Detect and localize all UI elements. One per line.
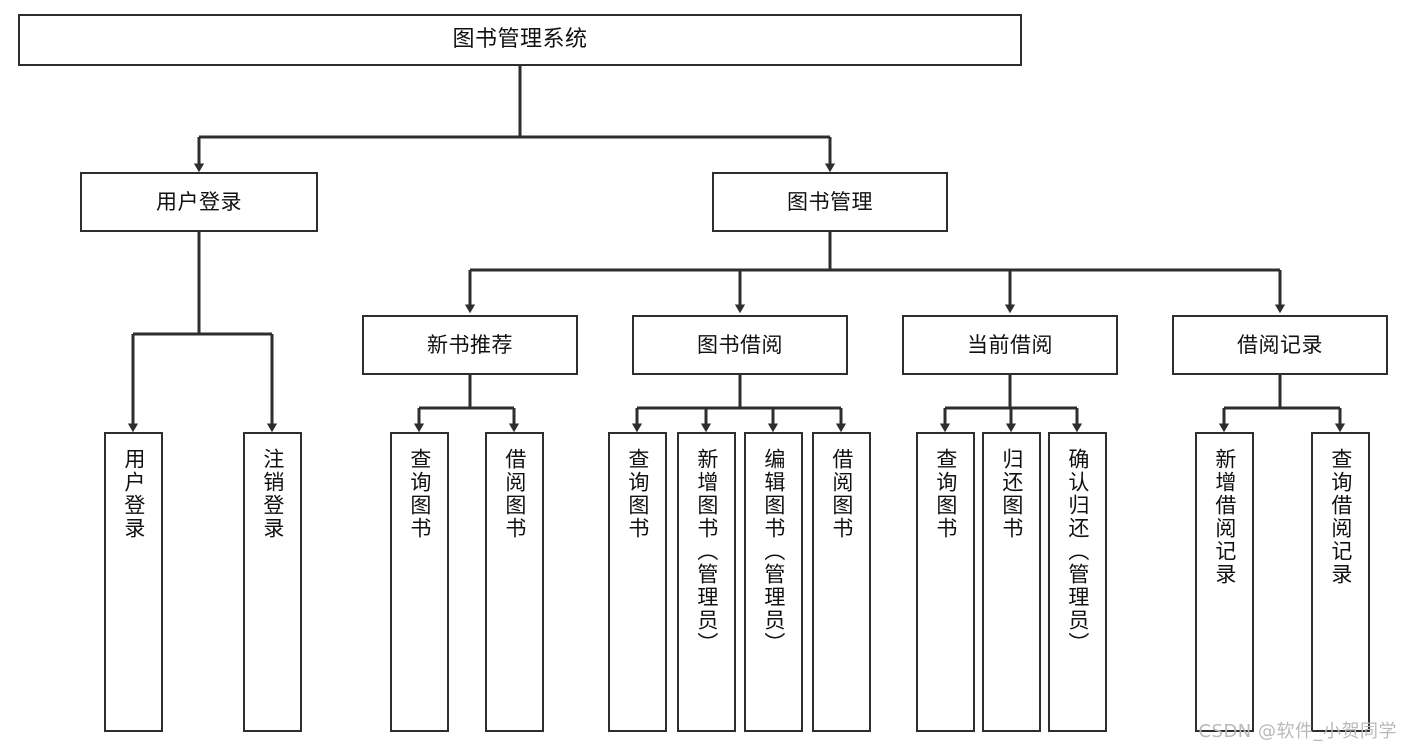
node-label: 查询图书 [407,448,432,540]
node-label: 借阅图书 [502,448,527,540]
node-borrowing-record[interactable]: 借阅记录 [1172,315,1388,375]
node-label: 用户登录 [156,189,242,214]
node-root-book-management-system[interactable]: 图书管理系统 [18,14,1022,66]
node-leaf-query-borrow-record[interactable]: 查询借阅记录 [1311,432,1370,732]
node-leaf-query-book-current[interactable]: 查询图书 [916,432,975,732]
node-label: 借阅记录 [1237,332,1323,357]
node-leaf-query-book-borrow[interactable]: 查询图书 [608,432,667,732]
node-label: 归还图书 [999,448,1024,540]
node-leaf-borrow-book[interactable]: 借阅图书 [812,432,871,732]
node-label: 借阅图书 [829,448,854,540]
node-leaf-borrow-book-newbook[interactable]: 借阅图书 [485,432,544,732]
node-label: 新增图书（管理员） [694,448,719,655]
node-label: 注销登录 [260,448,285,540]
node-new-book-recommendation[interactable]: 新书推荐 [362,315,578,375]
node-label: 图书管理 [787,189,873,214]
node-label: 图书借阅 [697,332,783,357]
node-current-borrowing[interactable]: 当前借阅 [902,315,1118,375]
node-label: 用户登录 [121,448,146,540]
node-book-borrowing[interactable]: 图书借阅 [632,315,848,375]
node-label: 查询借阅记录 [1328,448,1353,586]
node-leaf-return-book[interactable]: 归还图书 [982,432,1041,732]
node-label: 确认归还（管理员） [1065,448,1090,655]
node-leaf-query-book-newbook[interactable]: 查询图书 [390,432,449,732]
node-user-login[interactable]: 用户登录 [80,172,318,232]
node-leaf-add-borrow-record[interactable]: 新增借阅记录 [1195,432,1254,732]
node-label: 编辑图书（管理员） [761,448,786,655]
node-leaf-edit-book-admin[interactable]: 编辑图书（管理员） [744,432,803,732]
node-label: 查询图书 [625,448,650,540]
node-label: 新增借阅记录 [1212,448,1237,586]
node-leaf-logout[interactable]: 注销登录 [243,432,302,732]
node-leaf-user-login[interactable]: 用户登录 [104,432,163,732]
node-label: 新书推荐 [427,332,513,357]
node-book-management[interactable]: 图书管理 [712,172,948,232]
node-label: 图书管理系统 [452,27,588,53]
node-label: 当前借阅 [967,332,1053,357]
node-leaf-confirm-return-admin[interactable]: 确认归还（管理员） [1048,432,1107,732]
node-label: 查询图书 [933,448,958,540]
node-leaf-add-book-admin[interactable]: 新增图书（管理员） [677,432,736,732]
